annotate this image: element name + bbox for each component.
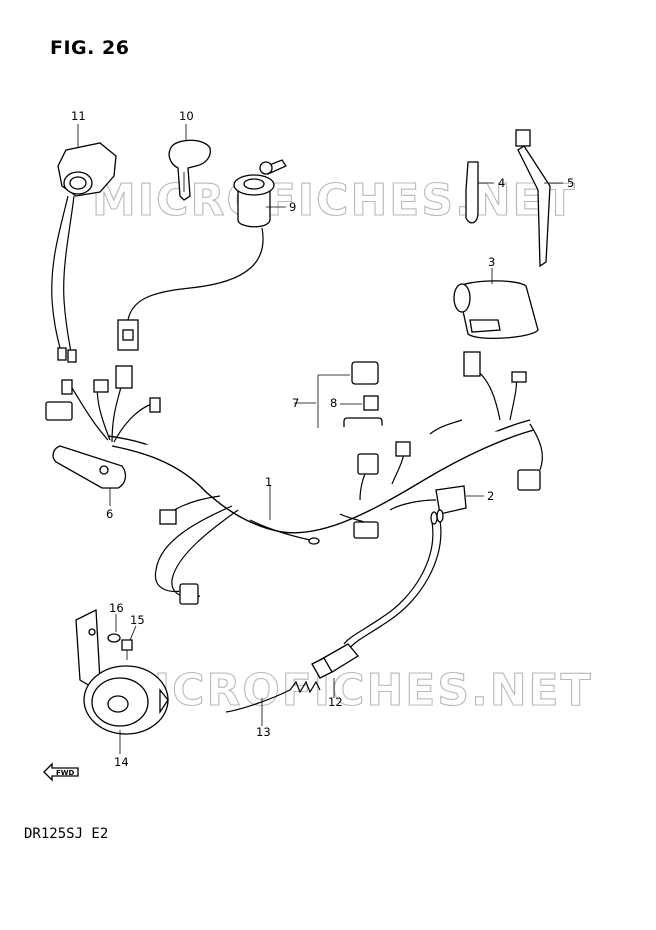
callout-10: 10 <box>179 109 194 123</box>
callout-3: 3 <box>488 255 495 269</box>
callout-12: 12 <box>328 695 343 709</box>
ignition-key <box>168 139 212 201</box>
callout-13: 13 <box>256 725 271 739</box>
callout-2: 2 <box>487 489 494 503</box>
callout-16: 16 <box>109 601 124 615</box>
switch-spring <box>225 680 321 713</box>
leader-lines <box>77 124 563 754</box>
callout-6: 6 <box>106 507 113 521</box>
harness-bracket <box>52 445 127 489</box>
fwd-arrow-icon: FWD <box>43 762 79 782</box>
ignition-coil <box>453 280 539 339</box>
watermark-top: MICROFICHES.NET <box>92 175 577 226</box>
callout-numbers: 1 2 3 4 5 6 7 8 9 10 11 12 13 14 15 16 <box>71 109 574 769</box>
main-wiring-harness <box>45 351 543 605</box>
ignition-switch <box>117 159 287 351</box>
handlebar-switch <box>51 142 117 363</box>
callout-14: 14 <box>114 755 129 769</box>
callout-4: 4 <box>498 176 505 190</box>
callout-11: 11 <box>71 109 86 123</box>
figure-title: FIG. 26 <box>50 37 130 59</box>
model-code: DR125SJ E2 <box>24 826 109 842</box>
callout-15: 15 <box>130 613 145 627</box>
horn <box>75 608 169 735</box>
connector <box>389 485 467 515</box>
wire-clamp <box>465 161 479 224</box>
callout-8: 8 <box>330 396 337 410</box>
horn-bolt <box>121 639 133 660</box>
watermark-bottom: MICROFICHES.NET <box>108 665 593 716</box>
horn-washer <box>107 633 121 643</box>
brake-light-switch <box>311 509 444 679</box>
callout-9: 9 <box>289 200 296 214</box>
cable-tie <box>515 129 551 268</box>
callout-7: 7 <box>292 396 299 410</box>
callout-5: 5 <box>567 176 574 190</box>
callout-1: 1 <box>265 475 272 489</box>
fwd-label: FWD <box>56 769 75 777</box>
